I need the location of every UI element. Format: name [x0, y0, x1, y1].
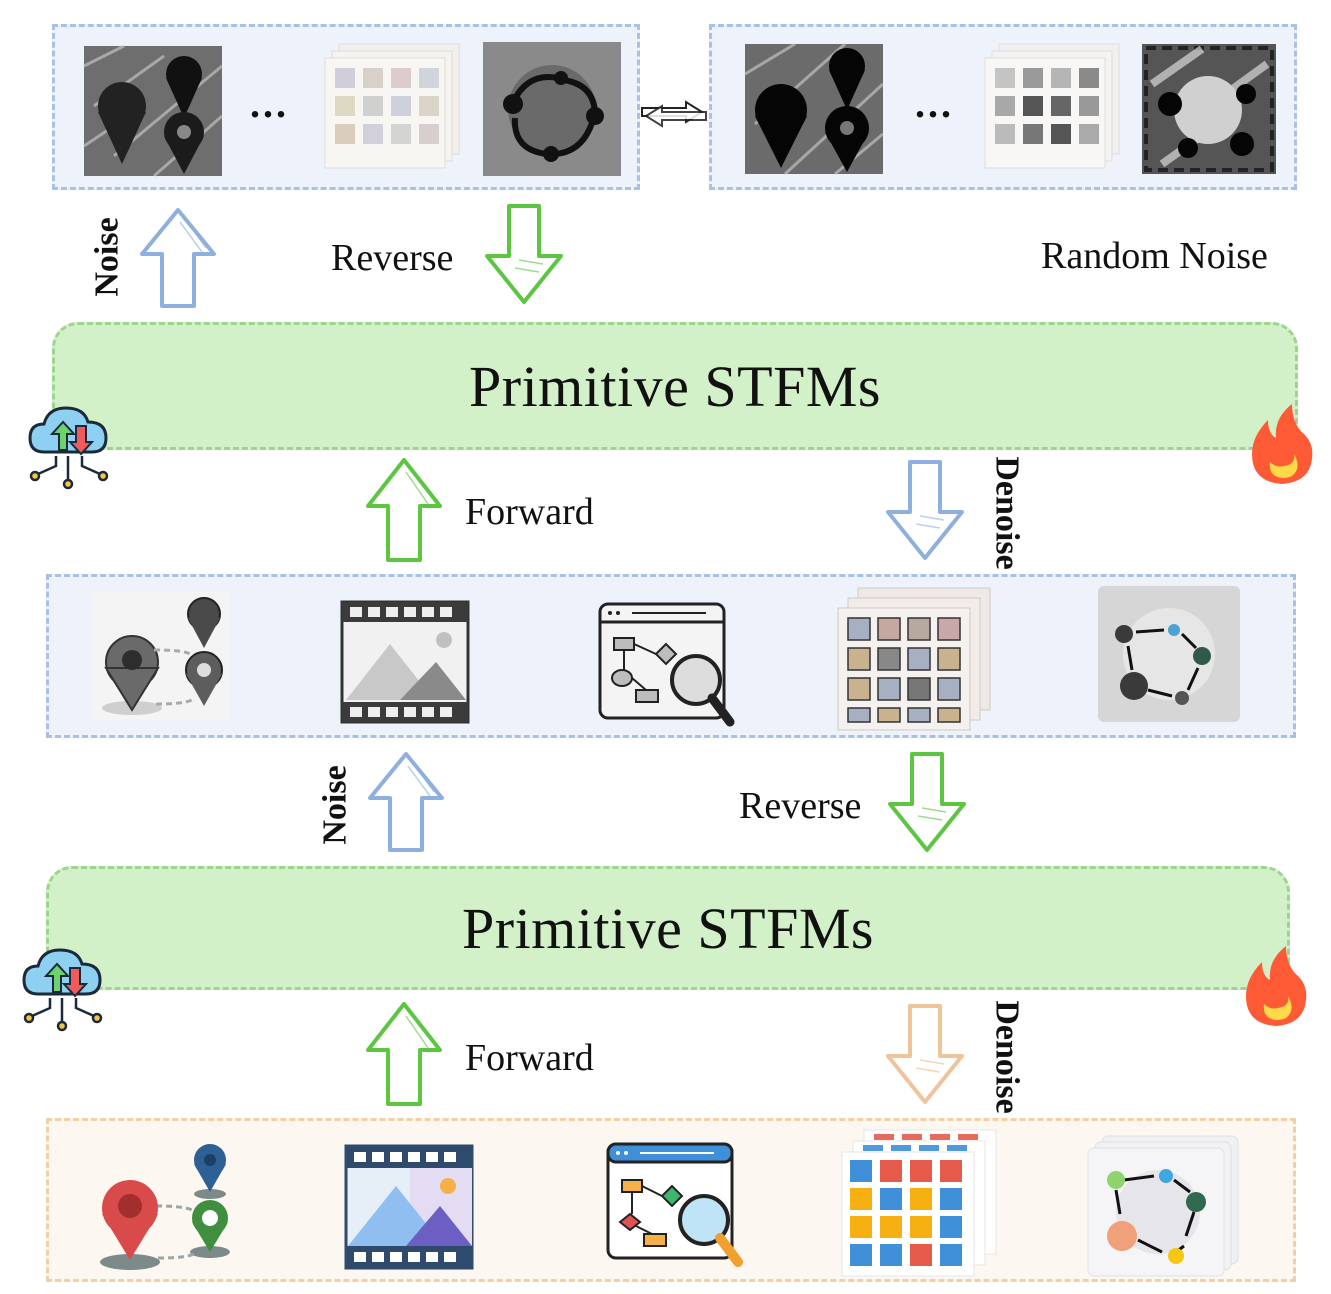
- sketch-grid-cube-icon: [837, 587, 992, 731]
- top-left-ellipsis: ...: [250, 81, 289, 126]
- noisy-location-pins-icon: [83, 44, 223, 178]
- lower-reverse-down-arrow-icon: [888, 752, 966, 852]
- random-noise-label: Random Noise: [1041, 235, 1268, 277]
- location-pins-icon: [98, 1140, 238, 1272]
- upper-band-title: Primitive STFMs: [469, 353, 881, 419]
- upper-flame-icon: [1252, 404, 1313, 484]
- video-frame-icon: [344, 1144, 474, 1270]
- lower-denoise-arrow-icon: [886, 1004, 964, 1104]
- sketch-graph-cube-icon: [1098, 586, 1240, 722]
- reverse-down-arrow-icon: [485, 204, 563, 304]
- swap-arrows-icon: [640, 98, 708, 128]
- upper-forward-arrow-icon: [366, 458, 442, 562]
- upper-denoise-arrow-icon: [886, 460, 964, 560]
- upper-primitive-stfms-band: Primitive STFMs: [52, 322, 1298, 450]
- random-grid-cube-icon: [984, 43, 1120, 169]
- grid-cube-icon: [841, 1129, 998, 1277]
- random-location-pins-icon: [744, 42, 885, 176]
- graph-cube-icon: [1087, 1135, 1240, 1277]
- upper-forward-label: Forward: [465, 491, 594, 533]
- lower-noise-label: Noise: [316, 765, 354, 845]
- upper-cloud-transfer-icon: [28, 406, 109, 490]
- lower-band-title: Primitive STFMs: [462, 895, 874, 961]
- sketch-location-pins-icon: [92, 592, 230, 720]
- lower-cloud-transfer-icon: [22, 948, 103, 1032]
- noise-up-arrow-icon: [140, 208, 216, 308]
- lower-primitive-stfms-band: Primitive STFMs: [46, 866, 1290, 990]
- upper-denoise-label: Denoise: [988, 456, 1026, 570]
- lower-forward-arrow-icon: [366, 1002, 442, 1106]
- lower-flame-icon: [1246, 946, 1307, 1026]
- sketch-video-frame-icon: [340, 600, 470, 724]
- lower-forward-label: Forward: [465, 1037, 594, 1079]
- top-reverse-label: Reverse: [331, 237, 454, 279]
- noisy-graph-cube-icon: [483, 42, 621, 176]
- noisy-grid-cube-icon: [324, 43, 460, 169]
- lower-denoise-label: Denoise: [988, 1000, 1026, 1114]
- top-noise-label: Noise: [88, 217, 126, 297]
- top-right-ellipsis: ...: [915, 81, 954, 126]
- lower-noise-up-arrow-icon: [368, 752, 444, 852]
- sketch-flowchart-search-icon: [596, 600, 736, 730]
- flowchart-search-icon: [604, 1140, 744, 1270]
- random-graph-cube-icon: [1142, 44, 1276, 174]
- lower-reverse-label: Reverse: [739, 785, 862, 827]
